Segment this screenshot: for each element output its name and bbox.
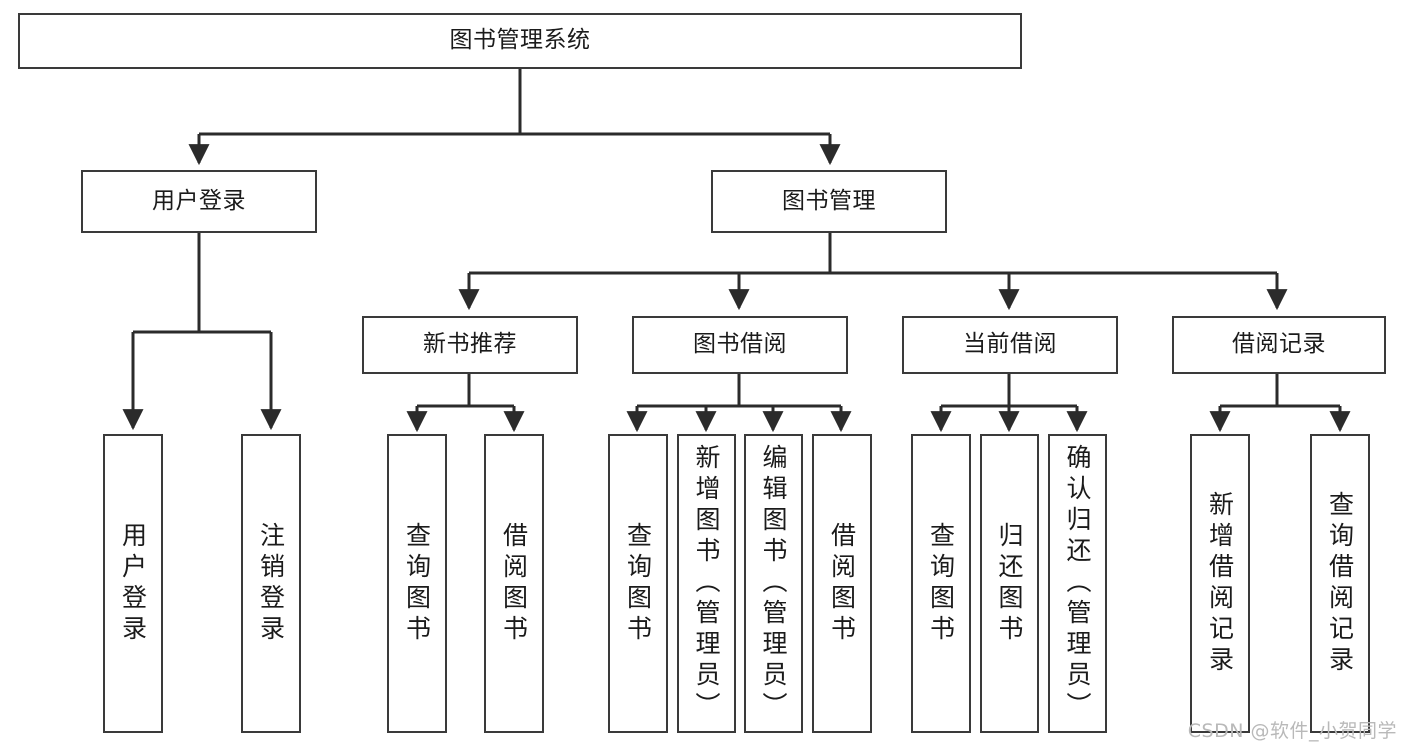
- node-current-borrowing[interactable]: 当前借阅: [902, 316, 1118, 374]
- node-label: 归还图书: [995, 521, 1024, 646]
- node-book-management[interactable]: 图书管理: [711, 170, 947, 233]
- node-leaf-query-book-2[interactable]: 查询图书: [608, 434, 668, 733]
- node-leaf-return-book[interactable]: 归还图书: [980, 434, 1039, 733]
- node-label: 借阅记录: [1232, 331, 1326, 358]
- node-label: 查询图书: [926, 521, 956, 646]
- node-label: 查询图书: [402, 521, 432, 646]
- node-label: 当前借阅: [963, 331, 1057, 358]
- node-label: 查询借阅记录: [1325, 490, 1355, 677]
- node-leaf-query-book-3[interactable]: 查询图书: [911, 434, 971, 733]
- node-label: 注销登录: [256, 521, 286, 646]
- node-label: 确认归还（管理员）: [1063, 444, 1092, 723]
- node-label: 用户登录: [152, 187, 246, 214]
- node-label: 新增图书（管理员）: [692, 444, 721, 723]
- node-label: 用户登录: [118, 521, 148, 646]
- node-leaf-edit-book-admin[interactable]: 编辑图书（管理员）: [744, 434, 803, 733]
- node-new-book-recommendation[interactable]: 新书推荐: [362, 316, 578, 374]
- node-label: 借阅图书: [499, 521, 529, 646]
- node-leaf-query-book-1[interactable]: 查询图书: [387, 434, 447, 733]
- node-leaf-confirm-return-admin[interactable]: 确认归还（管理员）: [1048, 434, 1107, 733]
- node-label: 图书管理: [782, 187, 876, 214]
- node-leaf-add-book-admin[interactable]: 新增图书（管理员）: [677, 434, 736, 733]
- node-leaf-query-borrow-record[interactable]: 查询借阅记录: [1310, 434, 1370, 733]
- node-leaf-borrow-book-1[interactable]: 借阅图书: [484, 434, 544, 733]
- node-leaf-borrow-book-2[interactable]: 借阅图书: [812, 434, 872, 733]
- node-leaf-logout[interactable]: 注销登录: [241, 434, 301, 733]
- node-leaf-user-login[interactable]: 用户登录: [103, 434, 163, 733]
- node-book-borrowing[interactable]: 图书借阅: [632, 316, 848, 374]
- node-label: 新书推荐: [423, 331, 517, 358]
- node-label: 新增借阅记录: [1205, 490, 1235, 677]
- node-leaf-add-borrow-record[interactable]: 新增借阅记录: [1190, 434, 1250, 733]
- node-label: 编辑图书（管理员）: [759, 444, 788, 723]
- node-root-book-management-system[interactable]: 图书管理系统: [18, 13, 1022, 69]
- node-label: 图书借阅: [693, 331, 787, 358]
- node-borrowing-record[interactable]: 借阅记录: [1172, 316, 1386, 374]
- node-label: 查询图书: [623, 521, 653, 646]
- node-label: 借阅图书: [827, 521, 857, 646]
- node-user-login[interactable]: 用户登录: [81, 170, 317, 233]
- node-label: 图书管理系统: [449, 27, 591, 54]
